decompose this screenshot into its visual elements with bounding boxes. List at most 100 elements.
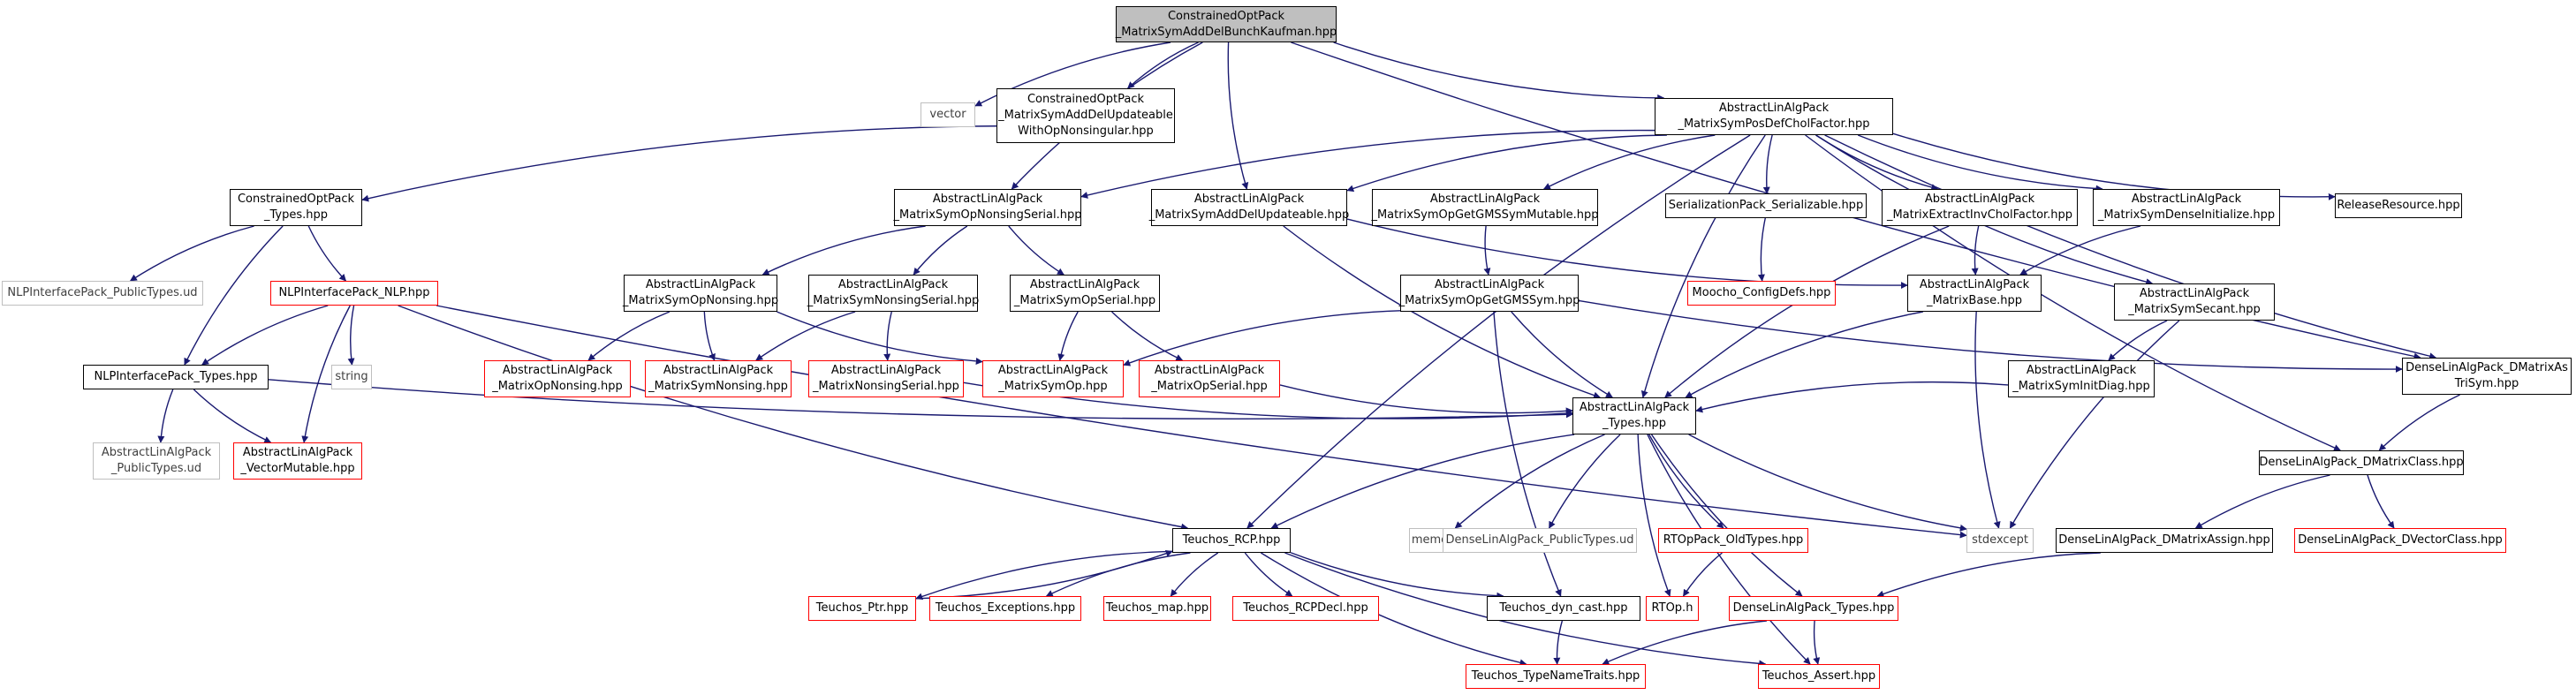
edge-ala-types-to-teuchos-assert	[1647, 434, 1811, 665]
edge-ala-nonsingserial-to-ala-matrixnonsingserial	[883, 311, 892, 361]
node-ala-opnonsing[interactable]: AbstractLinAlgPack _MatrixSymOpNonsing.h…	[623, 275, 778, 312]
edge-ala-opnonsing-to-ala-matrixsymnonsing	[703, 311, 716, 361]
node-ala-matrixopnonsing[interactable]: AbstractLinAlgPack _MatrixOpNonsing.hpp	[484, 360, 631, 397]
edge-ala-posdef-to-ala-types	[1640, 134, 1766, 398]
edge-ala-opnonsing-to-ala-matrixopnonsing	[587, 311, 671, 361]
node-string[interactable]: string	[331, 365, 372, 389]
edge-serial-serializable-to-moocho-config	[1757, 217, 1766, 282]
edge-root-to-ala-posdef	[1333, 42, 1665, 102]
node-ala-matrixsymop[interactable]: AbstractLinAlgPack _MatrixSymOp.hpp	[982, 360, 1124, 397]
edge-nlp-types-to-ala-publictypes	[157, 389, 174, 443]
edge-root-to-cop-updateable	[1127, 42, 1199, 89]
edge-dla-dmatrixclass-to-dla-dmatrixassign	[2194, 474, 2330, 529]
node-root[interactable]: ConstrainedOptPack _MatrixSymAddDelBunch…	[1116, 6, 1337, 42]
node-dla-publictypes[interactable]: DenseLinAlgPack_PublicTypes.ud	[1443, 528, 1637, 553]
edge-ala-symsecant-to-stdexcept	[2009, 320, 2180, 529]
node-teuchos-dyncast[interactable]: Teuchos_dyn_cast.hpp	[1487, 596, 1640, 621]
node-ala-densinit[interactable]: AbstractLinAlgPack _MatrixSymDenseInitia…	[2093, 189, 2280, 226]
node-nlp-types[interactable]: NLPInterfacePack_Types.hpp	[83, 365, 269, 389]
node-teuchos-rcpdecl[interactable]: Teuchos_RCPDecl.hpp	[1232, 596, 1379, 621]
node-stdexcept[interactable]: stdexcept	[1966, 528, 2034, 553]
node-teuchos-ptr[interactable]: Teuchos_Ptr.hpp	[808, 596, 916, 621]
node-teuchos-typenametraits[interactable]: Teuchos_TypeNameTraits.hpp	[1466, 664, 1646, 689]
edge-ala-gmssym-to-dla-dmatrixastrisym	[1578, 299, 2403, 374]
node-dla-dvectorclass[interactable]: DenseLinAlgPack_DVectorClass.hpp	[2294, 528, 2506, 553]
node-ala-posdef[interactable]: AbstractLinAlgPack _MatrixSymPosDefCholF…	[1655, 98, 1893, 135]
edge-cop-types-to-nlp-publictypes	[129, 225, 254, 282]
edge-ala-posdef-to-ala-gmssymmutable	[1542, 134, 1716, 190]
edge-teuchos-dyncast-to-teuchos-typenametraits	[1553, 620, 1564, 665]
node-nlp-publictypes[interactable]: NLPInterfacePack_PublicTypes.ud	[2, 281, 203, 306]
edge-ala-gmssym-to-ala-types	[1511, 311, 1613, 398]
node-ala-syminitdiag[interactable]: AbstractLinAlgPack _MatrixSymInitDiag.hp…	[2008, 360, 2155, 397]
edge-ala-opnonsingserial-to-ala-opnonsing	[761, 225, 926, 276]
node-ala-opserial[interactable]: AbstractLinAlgPack _MatrixSymOpSerial.hp…	[1010, 275, 1160, 312]
node-teuchos-assert[interactable]: Teuchos_Assert.hpp	[1758, 664, 1880, 689]
node-ala-matrixbase[interactable]: AbstractLinAlgPack _MatrixBase.hpp	[1907, 275, 2042, 312]
node-ala-nonsingserial[interactable]: AbstractLinAlgPack _MatrixSymNonsingSeri…	[807, 275, 979, 312]
node-ala-symsecant[interactable]: AbstractLinAlgPack _MatrixSymSecant.hpp	[2114, 283, 2275, 321]
node-teuchos-rcp[interactable]: Teuchos_RCP.hpp	[1172, 528, 1291, 553]
node-dla-dmatrixclass[interactable]: DenseLinAlgPack_DMatrixClass.hpp	[2259, 450, 2464, 475]
node-rtop-h[interactable]: RTOp.h	[1646, 596, 1699, 621]
edge-ala-posdef-to-dla-dmatrixastrisym	[1824, 134, 2437, 360]
edge-teuchos-rcp-to-teuchos-ptr	[915, 550, 1173, 601]
node-ala-publictypes[interactable]: AbstractLinAlgPack _PublicTypes.ud	[93, 442, 220, 480]
node-teuchos-map[interactable]: Teuchos_map.hpp	[1103, 596, 1211, 621]
edge-ala-types-to-memory	[1454, 434, 1605, 529]
node-ala-matrixsymnonsing[interactable]: AbstractLinAlgPack _MatrixSymNonsing.hpp	[645, 360, 792, 397]
node-ala-gmssym[interactable]: AbstractLinAlgPack _MatrixSymOpGetGMSSym…	[1399, 275, 1580, 312]
edge-teuchos-rcp-to-teuchos-map	[1170, 552, 1219, 597]
node-ala-types[interactable]: AbstractLinAlgPack _Types.hpp	[1572, 397, 1696, 434]
node-nlp-nlp[interactable]: NLPInterfacePack_NLP.hpp	[270, 281, 438, 306]
edge-ala-gmssym-to-ala-matrixsymop	[1123, 310, 1401, 366]
node-ala-addelupdateable[interactable]: AbstractLinAlgPack _MatrixSymAddDelUpdat…	[1149, 189, 1349, 226]
edge-ala-types-to-rtop-h	[1637, 434, 1671, 597]
edge-ala-opnonsing-to-ala-matrixsymop	[777, 311, 983, 365]
edge-ala-matrixbase-to-stdexcept	[1974, 311, 2001, 529]
node-dla-dmatrixastrisym[interactable]: DenseLinAlgPack_DMatrixAs TriSym.hpp	[2402, 358, 2572, 395]
edge-ala-posdef-to-ala-addelupdateable	[1346, 134, 1667, 193]
edge-ala-posdef-to-teuchos-rcp	[1246, 134, 1751, 529]
node-cop-types[interactable]: ConstrainedOptPack _Types.hpp	[230, 189, 362, 226]
edge-teuchos-rcp-to-teuchos-rcpdecl	[1244, 552, 1293, 597]
edge-cop-updateable-to-cop-types	[361, 125, 997, 202]
edge-nlp-nlp-to-teuchos-rcp	[398, 305, 1189, 531]
node-ala-opnonsingserial[interactable]: AbstractLinAlgPack _MatrixSymOpNonsingSe…	[894, 189, 1082, 226]
edge-ala-types-to-dla-publictypes	[1549, 434, 1621, 529]
edge-nlp-types-to-ala-vectormutable	[193, 389, 272, 443]
node-ala-matrixopserial[interactable]: AbstractLinAlgPack _MatrixOpSerial.hpp	[1139, 360, 1280, 397]
node-rtop-oldtypes[interactable]: RTOpPack_OldTypes.hpp	[1658, 528, 1808, 553]
node-dla-dmatrixassign[interactable]: DenseLinAlgPack_DMatrixAssign.hpp	[2056, 528, 2273, 553]
edge-nlp-nlp-to-nlp-types	[201, 305, 329, 366]
edge-ala-densinit-to-ala-matrixbase	[2019, 225, 2141, 276]
node-ala-matrixnonsingserial[interactable]: AbstractLinAlgPack _MatrixNonsingSerial.…	[808, 360, 964, 397]
node-release[interactable]: ReleaseResource.hpp	[2335, 193, 2462, 218]
node-vector[interactable]: vector	[921, 102, 975, 127]
edge-ala-nonsingserial-to-ala-matrixsymnonsing	[755, 311, 856, 361]
edge-ala-opnonsingserial-to-ala-opserial	[1008, 225, 1064, 276]
edge-dla-types-to-teuchos-assert	[1813, 620, 1821, 665]
node-serial-serializable[interactable]: SerializationPack_Serializable.hpp	[1665, 193, 1867, 218]
node-teuchos-exceptions[interactable]: Teuchos_Exceptions.hpp	[929, 596, 1081, 621]
edge-dla-dmatrixassign-to-dla-types	[1876, 552, 2101, 598]
edge-teuchos-rcp-to-teuchos-dyncast	[1290, 552, 1504, 600]
node-cop-updateable[interactable]: ConstrainedOptPack _MatrixSymAddDelUpdat…	[996, 88, 1175, 143]
edge-ala-gmssymmutable-to-ala-gmssym	[1483, 225, 1491, 276]
edge-ala-posdef-to-dla-dmatrixclass	[1805, 134, 2341, 451]
node-ala-extractinvchol[interactable]: AbstractLinAlgPack _MatrixExtractInvChol…	[1882, 189, 2078, 226]
edge-nlp-nlp-to-string	[347, 305, 355, 366]
node-ala-vectormutable[interactable]: AbstractLinAlgPack _VectorMutable.hpp	[233, 442, 362, 480]
edge-ala-posdef-to-ala-densinit	[1857, 134, 2103, 193]
node-moocho-config[interactable]: Moocho_ConfigDefs.hpp	[1687, 281, 1836, 306]
edge-ala-opserial-to-ala-matrixopserial	[1111, 311, 1184, 361]
edge-dla-dmatrixclass-to-dla-dvectorclass	[2367, 474, 2395, 529]
edge-teuchos-rcp-to-teuchos-assert	[1284, 552, 1767, 668]
edge-ala-gmssym-to-teuchos-dyncast	[1493, 311, 1562, 597]
node-ala-gmssymmutable[interactable]: AbstractLinAlgPack _MatrixSymOpGetGMSSym…	[1371, 189, 1599, 226]
node-dla-types[interactable]: DenseLinAlgPack_Types.hpp	[1729, 596, 1898, 621]
edge-ala-types-to-stdexcept	[1688, 434, 1967, 532]
edge-ala-types-to-dla-types	[1650, 434, 1803, 597]
edge-nlp-nlp-to-ala-vectormutable	[301, 305, 351, 443]
